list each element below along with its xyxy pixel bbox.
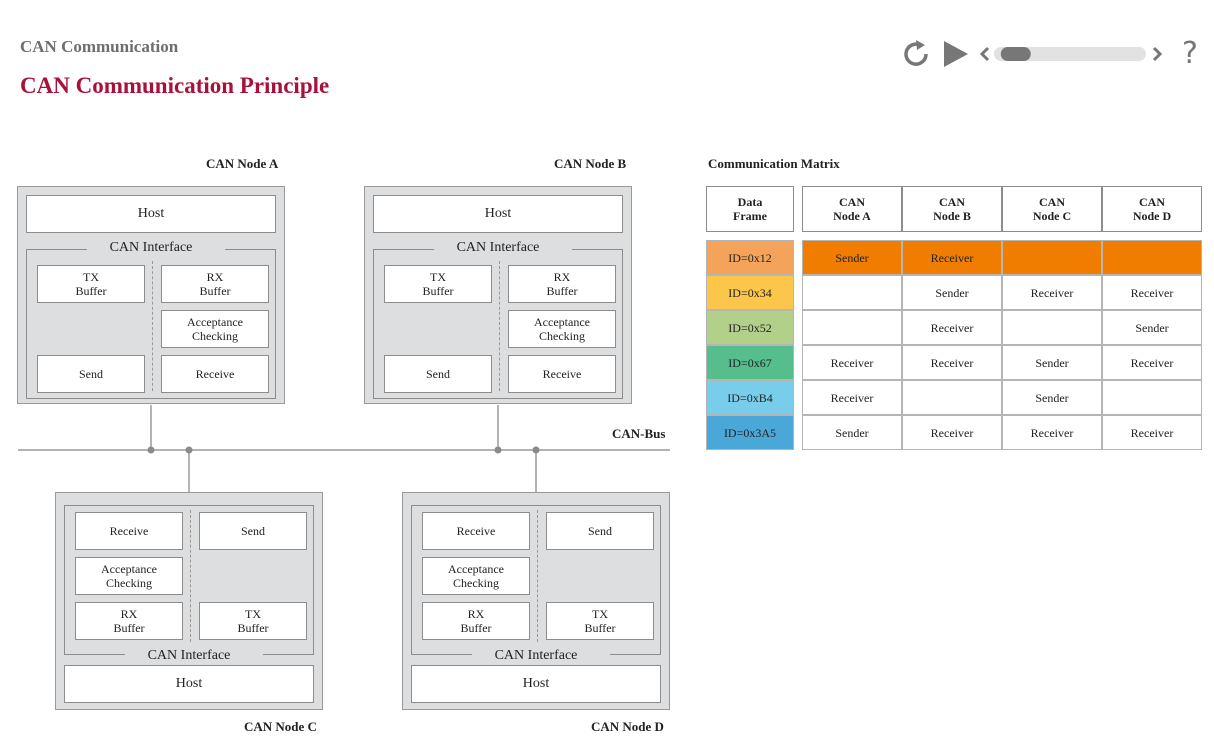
frame-id-cell: ID=0xB4 — [706, 380, 794, 415]
play-icon[interactable] — [940, 38, 972, 70]
tx-buffer: TX Buffer — [199, 602, 307, 640]
matrix-cell — [802, 310, 902, 345]
receive-box: Receive — [161, 355, 269, 393]
matrix-cell: Sender — [1102, 310, 1202, 345]
receive-box: Receive — [508, 355, 616, 393]
rx-buffer: RX Buffer — [508, 265, 616, 303]
frame-id-cell: ID=0x3A5 — [706, 415, 794, 450]
matrix-header: CAN Node A — [802, 186, 902, 232]
node-d: CAN Interface Receive Send Acceptance Ch… — [402, 492, 670, 710]
matrix-cell: Receiver — [902, 345, 1002, 380]
matrix-cell: Receiver — [1102, 275, 1202, 310]
rx-buffer: RX Buffer — [422, 602, 530, 640]
matrix-cell: Sender — [902, 275, 1002, 310]
matrix-cell: Sender — [802, 415, 902, 450]
receive-box: Receive — [422, 512, 530, 550]
frame-id-cell: ID=0x34 — [706, 275, 794, 310]
tx-buffer: TX Buffer — [384, 265, 492, 303]
node-b-label: CAN Node B — [554, 156, 627, 171]
matrix-cell — [902, 380, 1002, 415]
slider-thumb[interactable] — [1000, 47, 1031, 61]
junction-node-c — [185, 446, 193, 454]
node-a-label: CAN Node A — [206, 156, 279, 171]
matrix-cell: Receiver — [902, 310, 1002, 345]
page-title: CAN Communication Principle — [20, 73, 330, 98]
can-interface: CAN Interface Receive Send Acceptance Ch… — [411, 505, 661, 663]
send-box: Send — [546, 512, 654, 550]
node-d-label: CAN Node D — [591, 719, 664, 734]
help-icon[interactable]: ? — [1182, 36, 1198, 71]
can-interface: CAN Interface Receive Send Acceptance Ch… — [64, 505, 314, 663]
host-box: Host — [411, 665, 661, 703]
can-interface-label: CAN Interface — [450, 240, 546, 255]
matrix-cell — [1002, 310, 1102, 345]
matrix-cell: Receiver — [802, 345, 902, 380]
reload-icon[interactable] — [900, 38, 934, 70]
matrix-cell: Receiver — [902, 415, 1002, 450]
send-box: Send — [384, 355, 492, 393]
matrix-cell: Receiver — [1002, 275, 1102, 310]
host-box: Host — [64, 665, 314, 703]
acceptance-checking: Acceptance Checking — [161, 310, 269, 348]
receive-box: Receive — [75, 512, 183, 550]
rx-buffer: RX Buffer — [75, 602, 183, 640]
matrix-cell: Receiver — [1002, 415, 1102, 450]
matrix-cell: Receiver — [1102, 345, 1202, 380]
frame-id-cell: ID=0x12 — [706, 240, 794, 275]
acceptance-checking: Acceptance Checking — [422, 557, 530, 595]
matrix-header: CAN Node C — [1002, 186, 1102, 232]
send-box: Send — [37, 355, 145, 393]
junction-node-d — [532, 446, 540, 454]
node-b: Host CAN Interface TX Buffer RX Buffer A… — [364, 186, 632, 404]
tx-buffer: TX Buffer — [546, 602, 654, 640]
can-interface: CAN Interface TX Buffer RX Buffer Accept… — [26, 240, 276, 399]
tx-buffer: TX Buffer — [37, 265, 145, 303]
can-bus-wiring — [18, 405, 670, 492]
acceptance-checking: Acceptance Checking — [508, 310, 616, 348]
can-interface-label: CAN Interface — [103, 240, 199, 255]
node-c-label: CAN Node C — [244, 719, 317, 734]
send-box: Send — [199, 512, 307, 550]
matrix-cell — [1102, 240, 1202, 275]
host-box: Host — [373, 195, 623, 233]
node-a: Host CAN Interface TX Buffer RX Buffer A… — [17, 186, 285, 404]
matrix-cell: Receiver — [1102, 415, 1202, 450]
matrix-header: CAN Node B — [902, 186, 1002, 232]
node-c: CAN Interface Receive Send Acceptance Ch… — [55, 492, 323, 710]
can-bus-label: CAN-Bus — [612, 426, 666, 441]
junction-node-a — [147, 446, 155, 454]
rx-buffer: RX Buffer — [161, 265, 269, 303]
matrix-header: Data Frame — [706, 186, 794, 232]
can-interface: CAN Interface TX Buffer RX Buffer Accept… — [373, 240, 623, 399]
can-interface-label: CAN Interface — [141, 648, 237, 663]
matrix-cell: Sender — [1002, 345, 1102, 380]
matrix-cell: Receiver — [802, 380, 902, 415]
frame-id-cell: ID=0x52 — [706, 310, 794, 345]
matrix-title: Communication Matrix — [708, 156, 840, 171]
section-subtitle: CAN Communication — [20, 37, 179, 56]
matrix-cell — [1002, 240, 1102, 275]
host-box: Host — [26, 195, 276, 233]
matrix-cell — [1102, 380, 1202, 415]
matrix-header: CAN Node D — [1102, 186, 1202, 232]
step-slider[interactable] — [978, 38, 1164, 70]
matrix-cell — [802, 275, 902, 310]
matrix-cell: Sender — [802, 240, 902, 275]
frame-id-cell: ID=0x67 — [706, 345, 794, 380]
matrix-cell: Sender — [1002, 380, 1102, 415]
matrix-cell: Receiver — [902, 240, 1002, 275]
acceptance-checking: Acceptance Checking — [75, 557, 183, 595]
junction-node-b — [494, 446, 502, 454]
can-interface-label: CAN Interface — [488, 648, 584, 663]
